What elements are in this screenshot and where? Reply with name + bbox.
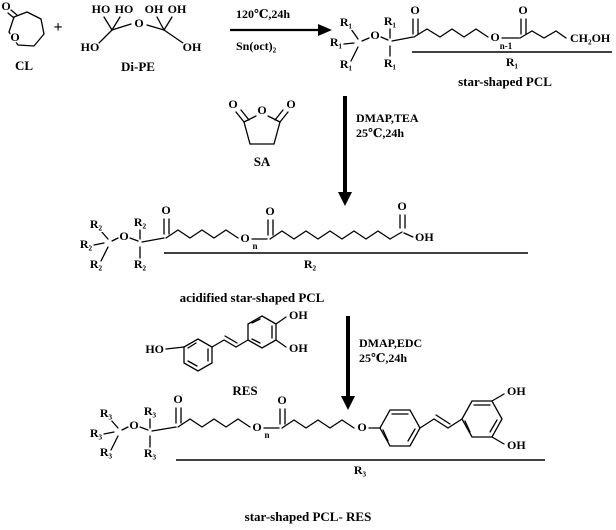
step2-arrow bbox=[338, 96, 352, 206]
cl-structure bbox=[7, 9, 45, 47]
pclres-ether-oxygen: O bbox=[129, 418, 138, 432]
cl-name: CL bbox=[15, 58, 33, 73]
res-name: RES bbox=[232, 383, 257, 398]
pclres-r3-bracket-label: R₃ bbox=[354, 463, 367, 477]
acidpcl-acid-oxygen: O bbox=[397, 199, 406, 213]
acidpcl-repeat-subscript: n bbox=[252, 241, 257, 251]
dipe-oh-3: OH bbox=[183, 40, 202, 54]
starpcl-r1-bracket-label: R₁ bbox=[506, 55, 519, 69]
sa-structure bbox=[235, 109, 289, 145]
step1-arrow bbox=[230, 24, 332, 36]
dipe-oh-2: OH bbox=[168, 2, 187, 16]
dipe-oh-1: OH bbox=[145, 2, 164, 16]
star-pcl-structure bbox=[343, 18, 612, 62]
acidpcl-r2-c: R₂ bbox=[90, 257, 103, 271]
step2-condition-line: 25℃,24h bbox=[356, 126, 404, 140]
starpcl-end-group: CH₂OH bbox=[570, 31, 611, 45]
dipe-ether-oxygen: O bbox=[134, 16, 143, 30]
pclres-ester-oxygen: O bbox=[357, 420, 366, 434]
acidpcl-r2-b: R₂ bbox=[80, 237, 93, 251]
starpcl-r1-a: R₁ bbox=[340, 15, 353, 29]
pclres-repeat-subscript: n bbox=[264, 430, 269, 440]
dipe-ho-1: HO bbox=[92, 2, 111, 16]
acidpcl-r2-d: R₂ bbox=[134, 215, 147, 229]
starpcl-ether-oxygen: O bbox=[370, 28, 379, 42]
pclres-r3-e: R₃ bbox=[144, 446, 157, 460]
pclres-r3-d: R₃ bbox=[144, 404, 157, 418]
pclres-carbonyl-oxygen-2: O bbox=[277, 393, 286, 407]
dipe-ho-2: HO bbox=[115, 2, 134, 16]
res-oh-bottom: OH bbox=[289, 341, 308, 355]
starpcl-r1-b: R₁ bbox=[330, 35, 343, 49]
pclres-carbonyl-oxygen-1: O bbox=[173, 392, 182, 406]
sa-ring-oxygen: O bbox=[257, 103, 266, 117]
acidpcl-acid-oh: OH bbox=[415, 230, 434, 244]
starpcl-chain-oxygen: O bbox=[490, 30, 499, 44]
starpcl-name: star-shaped PCL bbox=[458, 74, 552, 89]
cl-carbonyl-oxygen: O bbox=[1, 0, 10, 13]
pclres-name: star-shaped PCL- RES bbox=[245, 509, 372, 524]
starpcl-carbonyl-oxygen-2: O bbox=[518, 3, 527, 17]
res-oh-top: OH bbox=[289, 308, 308, 322]
pclres-oh-bottom: OH bbox=[507, 438, 526, 452]
pclres-r3-a: R₃ bbox=[100, 406, 113, 420]
starpcl-r1-c: R₁ bbox=[340, 57, 353, 71]
star-pcl-res-structure bbox=[103, 393, 545, 461]
pclres-oh-top: OH bbox=[507, 384, 526, 398]
dipe-structure bbox=[98, 16, 184, 44]
step1-condition-top: 120℃,24h bbox=[236, 7, 290, 21]
acidpcl-carbonyl-oxygen-2: O bbox=[265, 204, 274, 218]
step1-catalyst: Sn(oct)₂ bbox=[236, 39, 277, 53]
acidpcl-r2-e: R₂ bbox=[134, 257, 147, 271]
res-structure bbox=[165, 315, 287, 372]
acidpcl-chain-oxygen: O bbox=[240, 231, 249, 245]
step3-reagent-line: DMAP,EDC bbox=[359, 336, 422, 350]
pclres-chain-oxygen: O bbox=[252, 420, 261, 434]
acidpcl-name: acidified star-shaped PCL bbox=[180, 290, 325, 305]
step2-reagent-line: DMAP,TEA bbox=[356, 111, 419, 125]
sa-carbonyl-oxygen-right: O bbox=[286, 97, 295, 111]
starpcl-repeat-subscript: n-1 bbox=[500, 41, 513, 51]
acidpcl-r2-bracket-label: R₂ bbox=[304, 257, 317, 271]
step3-condition-line: 25℃,24h bbox=[359, 351, 407, 365]
step3-arrow bbox=[341, 316, 355, 410]
plus-sign: + bbox=[53, 19, 62, 36]
res-ho: HO bbox=[145, 342, 164, 356]
pclres-r3-b: R₃ bbox=[90, 426, 103, 440]
acidified-star-pcl-structure bbox=[93, 214, 528, 262]
starpcl-r1-e: R₁ bbox=[384, 56, 397, 70]
starpcl-r1-d: R₁ bbox=[384, 14, 397, 28]
pclres-r3-c: R₃ bbox=[100, 445, 113, 459]
acidpcl-r2-a: R₂ bbox=[90, 217, 103, 231]
cl-ring-oxygen: O bbox=[10, 30, 19, 44]
starpcl-carbonyl-oxygen-1: O bbox=[410, 3, 419, 17]
dipe-ho-3: HO bbox=[81, 40, 100, 54]
dipe-name: Di-PE bbox=[121, 59, 155, 74]
sa-name: SA bbox=[254, 154, 271, 169]
acidpcl-carbonyl-oxygen-1: O bbox=[161, 203, 170, 217]
acidpcl-ether-oxygen: O bbox=[119, 229, 128, 243]
sa-carbonyl-oxygen-left: O bbox=[228, 97, 237, 111]
